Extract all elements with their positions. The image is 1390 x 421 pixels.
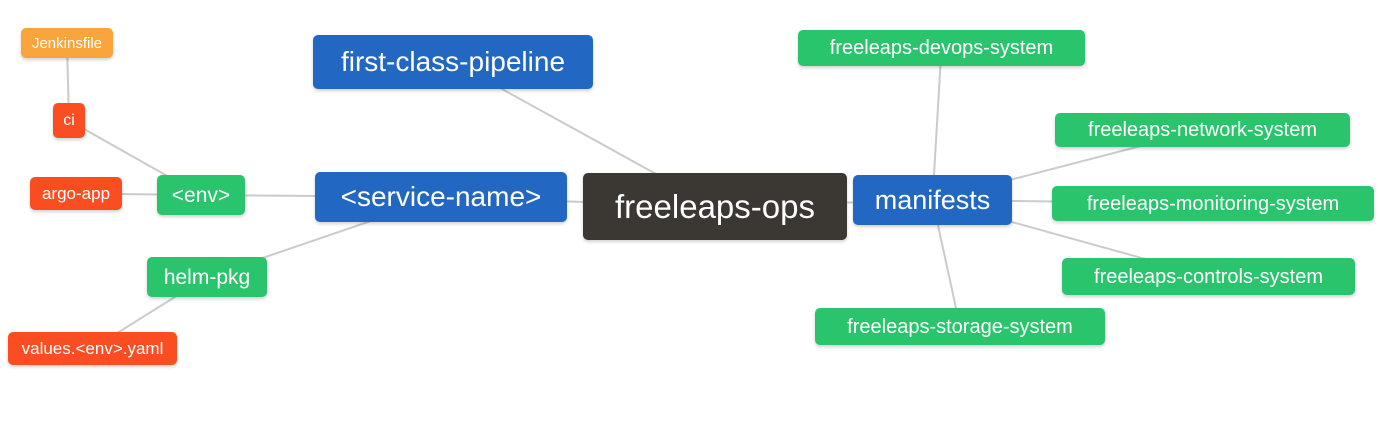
node-jenkinsfile[interactable]: Jenkinsfile: [21, 28, 113, 58]
node-ci[interactable]: ci: [53, 103, 85, 138]
node-values-env-yaml[interactable]: values.<env>.yaml: [8, 332, 177, 365]
node-freeleaps-network-system[interactable]: freeleaps-network-system: [1055, 113, 1350, 147]
node-freeleaps-controls-system[interactable]: freeleaps-controls-system: [1062, 258, 1355, 295]
node-argo-app[interactable]: argo-app: [30, 177, 122, 210]
node-freeleaps-storage-system[interactable]: freeleaps-storage-system: [815, 308, 1105, 345]
node-service-name[interactable]: <service-name>: [315, 172, 567, 222]
node-first-class-pipeline[interactable]: first-class-pipeline: [313, 35, 593, 89]
edge-manifests-devops_system: [931, 47, 943, 201]
node-freeleaps-monitoring-system[interactable]: freeleaps-monitoring-system: [1052, 186, 1374, 221]
node-manifests[interactable]: manifests: [853, 175, 1012, 225]
node-helm-pkg[interactable]: helm-pkg: [147, 257, 267, 297]
node-env[interactable]: <env>: [157, 175, 245, 215]
node-freeleaps-ops-root[interactable]: freeleaps-ops: [583, 173, 847, 240]
node-freeleaps-devops-system[interactable]: freeleaps-devops-system: [798, 30, 1085, 66]
